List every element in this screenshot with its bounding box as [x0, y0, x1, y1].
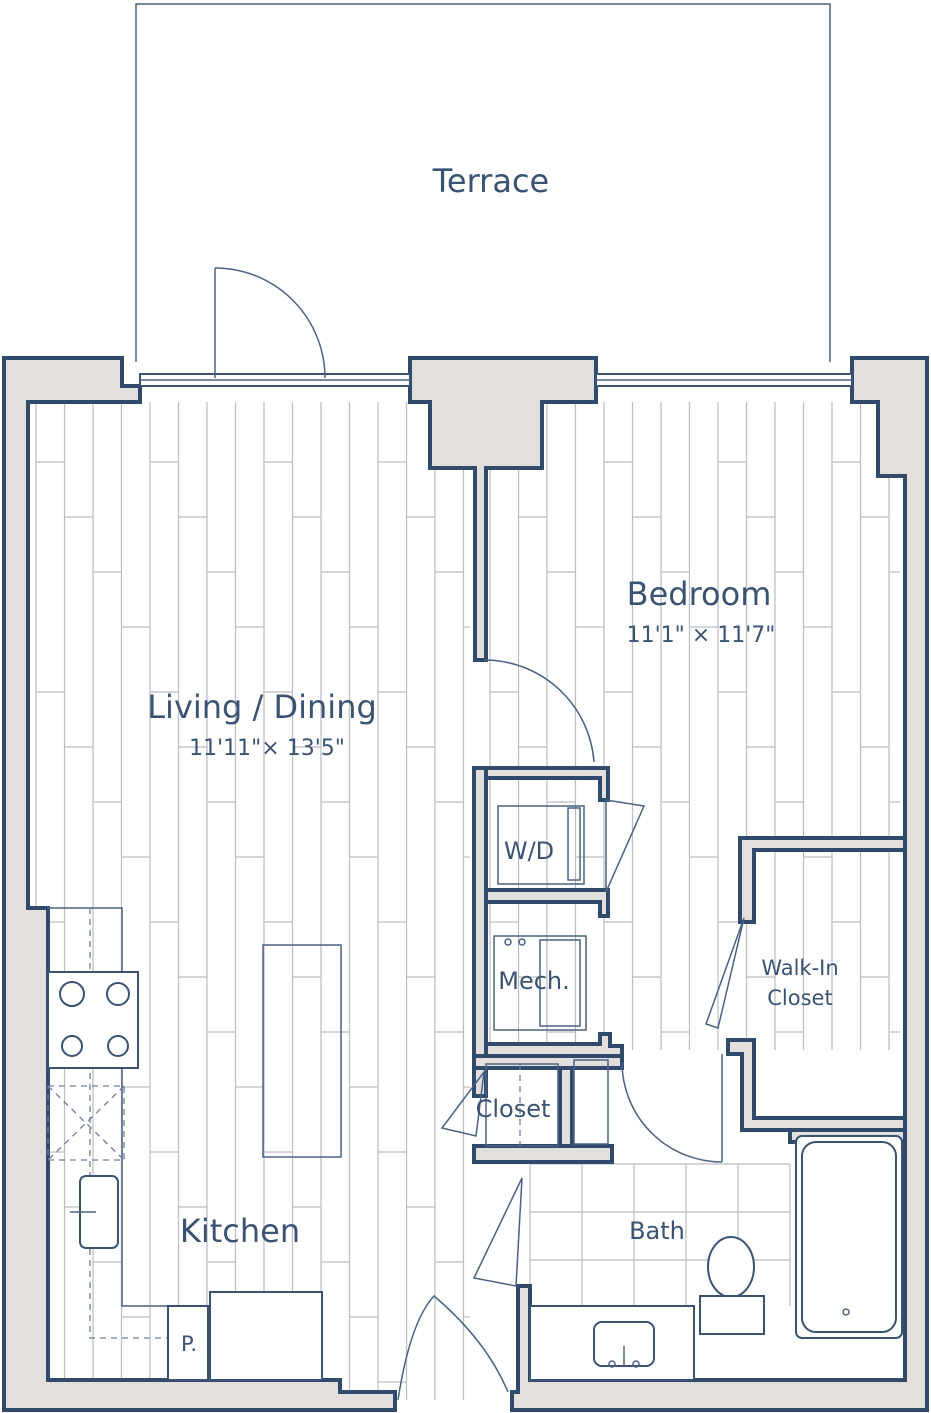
closet-label: Closet	[476, 1095, 551, 1123]
kitchen-label: Kitchen	[180, 1212, 300, 1250]
bath-floor-tiles	[529, 1163, 791, 1306]
terrace-area	[135, 3, 831, 362]
living-dining-dimensions: 11'11"× 13'5"	[189, 736, 345, 761]
bedroom-floor-planks	[489, 402, 900, 1050]
mech-label: Mech.	[498, 967, 570, 995]
walk-in-closet-label-line2: Closet	[767, 986, 832, 1010]
utility-core-wall	[471, 766, 624, 1058]
bath-label: Bath	[629, 1217, 685, 1245]
washer-dryer-label: W/D	[504, 837, 554, 865]
terrace-label: Terrace	[432, 162, 549, 200]
terrace-door	[214, 267, 326, 379]
door-swings	[397, 659, 745, 1401]
windows	[139, 373, 853, 387]
bedroom-dimensions: 11'1" × 11'7"	[627, 623, 776, 648]
living-floor-planks	[35, 402, 470, 1400]
bedroom-label: Bedroom	[627, 575, 772, 613]
bath-fixtures	[529, 1135, 903, 1381]
pantry-label: P.	[181, 1332, 197, 1356]
left-exterior-wall	[2, 356, 397, 1412]
living-dining-label: Living / Dining	[147, 688, 377, 726]
walk-in-closet-label-line1: Walk-In	[761, 956, 838, 980]
kitchen-counters	[47, 907, 342, 1381]
utility-fixtures	[485, 805, 609, 1147]
walk-in-closet-wall	[726, 836, 907, 1132]
exterior-walls	[2, 356, 929, 1412]
center-wall-column	[408, 356, 598, 662]
right-exterior-wall	[510, 356, 929, 1412]
